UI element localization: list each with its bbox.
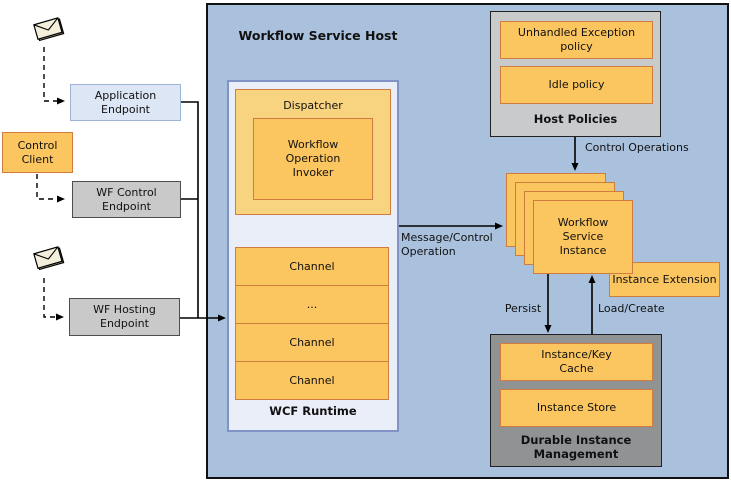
- workflow-service-instance-box: Workflow Service Instance: [533, 200, 633, 274]
- control-operations-label: Control Operations: [585, 141, 689, 154]
- message-control-operation-label: Message/Control Operation: [401, 231, 493, 258]
- channel-ellipsis-box: ...: [235, 285, 389, 324]
- load-create-label: Load/Create: [598, 302, 665, 315]
- channel-box: Channel: [235, 361, 389, 400]
- idle-policy-box: Idle policy: [500, 66, 653, 104]
- control-client-to-wf-control-arrow: [36, 174, 65, 203]
- host-policies-label: Host Policies: [533, 112, 618, 126]
- instance-store-box: Instance Store: [500, 389, 653, 427]
- host-policies-box: Unhandled Exception policy Idle policy H…: [490, 11, 661, 137]
- unhandled-exception-policy-box: Unhandled Exception policy: [500, 21, 653, 59]
- persist-label: Persist: [504, 302, 542, 315]
- durable-instance-management-box: Instance/Key Cache Instance Store Durabl…: [490, 334, 662, 467]
- wf-control-endpoint-box: WF Control Endpoint: [72, 181, 181, 218]
- channel-box: Channel: [235, 247, 389, 286]
- message-to-application-endpoint-arrow: [43, 47, 65, 105]
- wf-hosting-endpoint-box: WF Hosting Endpoint: [69, 298, 180, 336]
- message-to-wf-hosting-arrow: [43, 278, 64, 321]
- dispatcher-label: Dispatcher: [283, 99, 343, 112]
- instance-key-cache-box: Instance/Key Cache: [500, 343, 653, 381]
- channel-box: Channel: [235, 323, 389, 362]
- endpoint-connector-line: [181, 101, 199, 318]
- control-client-box: Control Client: [2, 132, 73, 173]
- durable-instance-management-label: Durable Instance Management: [520, 433, 632, 461]
- message-envelope-icon: [33, 246, 65, 271]
- message-envelope-icon: [33, 17, 65, 42]
- channel-stack: Channel ... Channel Channel: [235, 247, 389, 400]
- wcf-runtime-label: WCF Runtime: [269, 404, 357, 418]
- workflow-operation-invoker-box: Workflow Operation Invoker: [253, 118, 373, 200]
- host-title: Workflow Service Host: [238, 28, 398, 43]
- application-endpoint-box: Application Endpoint: [70, 84, 181, 121]
